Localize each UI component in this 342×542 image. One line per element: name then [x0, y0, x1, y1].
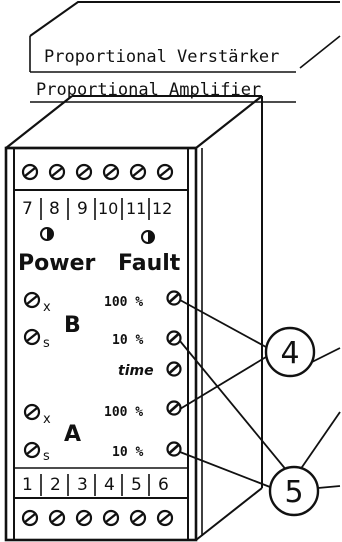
svg-text:4: 4	[280, 336, 299, 371]
led-fault-icon	[141, 230, 155, 244]
b-100-label: 100 %	[104, 295, 143, 310]
svg-text:11: 11	[126, 199, 146, 218]
svg-text:5: 5	[284, 475, 303, 510]
a-s-label: s	[43, 449, 50, 464]
callout-5: 5	[268, 465, 320, 517]
pot-b-10-icon	[166, 330, 182, 346]
pot-a-10-icon	[166, 441, 182, 457]
top-terminal-numbers: 7 8 9 10 11 12	[22, 199, 172, 219]
pot-a-s-icon	[23, 441, 41, 459]
svg-text:3: 3	[77, 475, 88, 495]
svg-text:4: 4	[104, 475, 115, 495]
pot-b-100-icon	[166, 290, 182, 306]
callout-4: 4	[264, 326, 316, 378]
svg-text:12: 12	[152, 199, 172, 218]
top-terminal-screws	[21, 163, 174, 181]
pot-b-s-icon	[23, 328, 41, 346]
pot-a-x-icon	[23, 403, 41, 421]
channel-b: x s B 100 % 10 %	[23, 290, 182, 351]
time-label: time	[118, 363, 154, 379]
b-10-label: 10 %	[112, 333, 143, 348]
svg-text:2: 2	[50, 475, 61, 495]
svg-text:9: 9	[77, 199, 88, 219]
a-x-label: x	[43, 412, 51, 427]
a-10-label: 10 %	[112, 445, 143, 460]
pot-a-100-icon	[166, 400, 182, 416]
svg-text:5: 5	[131, 475, 142, 495]
pot-b-x-icon	[23, 291, 41, 309]
svg-text:6: 6	[158, 475, 169, 495]
b-s-label: s	[43, 336, 50, 351]
svg-text:7: 7	[22, 199, 33, 219]
svg-text:8: 8	[49, 199, 60, 219]
led-power-icon	[40, 227, 54, 241]
title-german: Proportional Verstärker	[44, 47, 279, 67]
power-label: Power	[18, 251, 95, 276]
fault-label: Fault	[118, 251, 181, 276]
svg-text:1: 1	[22, 475, 33, 495]
leader-lines	[179, 299, 341, 489]
a-letter: A	[64, 422, 81, 447]
module-housing	[4, 95, 263, 542]
bottom-terminal-screws	[21, 509, 174, 527]
channel-a: x s A 100 % 10 %	[23, 400, 182, 464]
pot-time-icon	[166, 361, 182, 377]
a-100-label: 100 %	[104, 405, 143, 420]
svg-text:10: 10	[98, 199, 118, 218]
b-letter: B	[64, 313, 81, 338]
bottom-terminal-numbers: 1 2 3 4 5 6	[22, 475, 169, 495]
b-x-label: x	[43, 300, 51, 315]
label-plate: Proportional Verstärker Proportional Amp…	[29, 1, 341, 103]
